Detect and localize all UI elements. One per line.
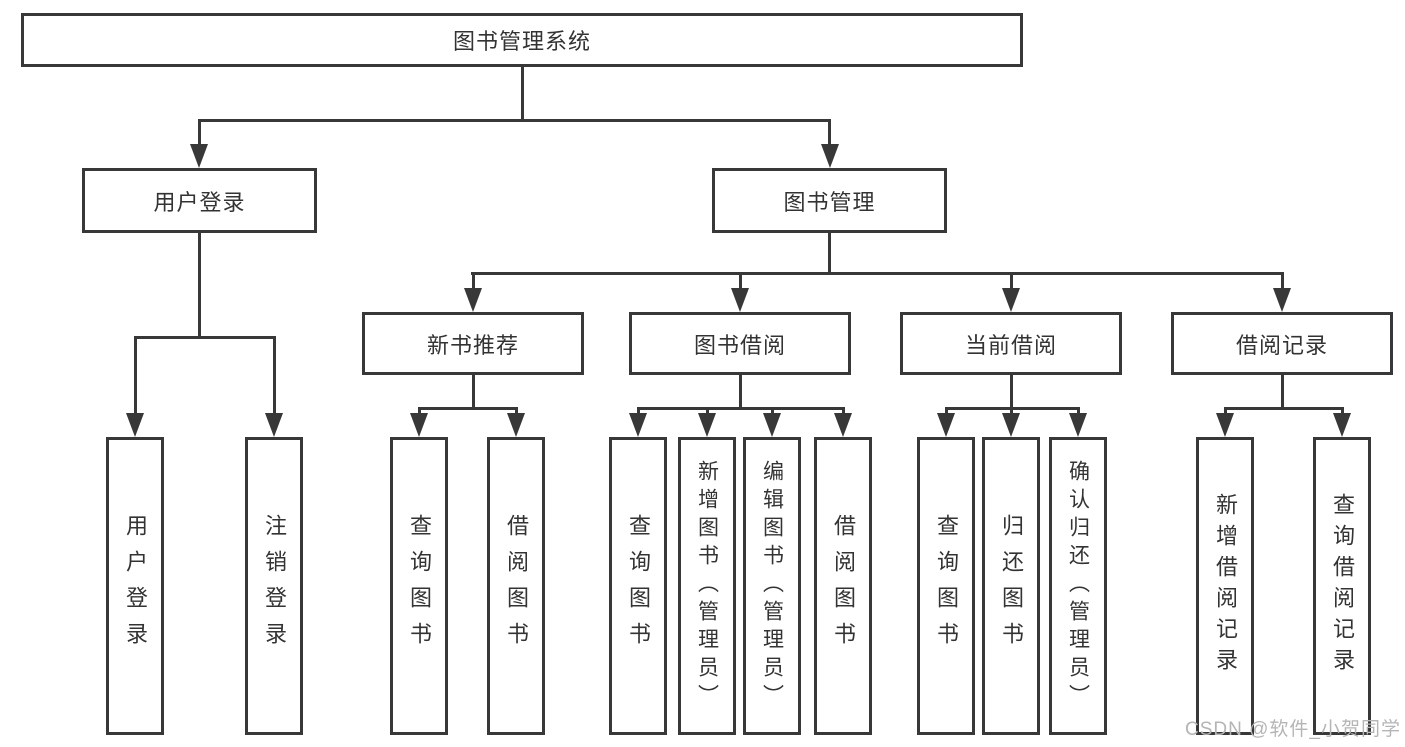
node-borrow-record: 借阅记录 — [1171, 312, 1393, 375]
leaf-label: 新增图书（管理员） — [695, 460, 719, 712]
arrowhead-down-icon — [410, 413, 428, 437]
arrowhead-down-icon — [731, 288, 749, 312]
connector-line — [472, 272, 475, 296]
node-current-borrow: 当前借阅 — [900, 312, 1122, 375]
connector-line — [637, 407, 845, 410]
node-leaf-confirm-return-admin: 确认归还（管理员） — [1049, 437, 1107, 735]
node-new-book: 新书推荐 — [362, 312, 584, 375]
leaf-label: 编辑图书（管理员） — [760, 460, 784, 712]
connector-line — [521, 67, 524, 119]
connector-line — [1224, 407, 1344, 410]
node-leaf-user-login: 用户登录 — [106, 437, 164, 735]
leaf-label: 用户登录 — [123, 514, 148, 658]
arrowhead-down-icon — [821, 144, 839, 168]
node-book-borrow: 图书借阅 — [629, 312, 851, 375]
arrowhead-down-icon — [1333, 413, 1351, 437]
node-leaf-edit-books-admin: 编辑图书（管理员） — [743, 437, 801, 735]
arrowhead-down-icon — [763, 413, 781, 437]
csdn-watermark: CSDN @软件_小贺同学 — [1185, 719, 1401, 740]
node-leaf-borrow-books-1: 借阅图书 — [487, 437, 545, 735]
leaf-label: 借阅图书 — [831, 514, 856, 658]
connector-line — [1010, 375, 1013, 410]
connector-line — [134, 336, 276, 339]
leaf-label: 注销登录 — [262, 514, 287, 658]
leaf-label: 查询图书 — [407, 514, 432, 658]
node-leaf-add-borrow-record: 新增借阅记录 — [1196, 437, 1254, 735]
arrowhead-down-icon — [507, 413, 525, 437]
node-book-mgmt: 图书管理 — [712, 168, 947, 233]
connector-line — [1010, 272, 1013, 296]
leaf-label: 查询图书 — [934, 514, 959, 658]
arrowhead-down-icon — [1002, 288, 1020, 312]
connector-line — [134, 336, 137, 419]
leaf-label: 查询图书 — [626, 514, 651, 658]
leaf-label: 查询借阅记录 — [1330, 493, 1355, 679]
arrowhead-down-icon — [265, 413, 283, 437]
leaf-label: 借阅图书 — [504, 514, 529, 658]
node-leaf-query-books-3: 查询图书 — [917, 437, 975, 735]
node-leaf-logout: 注销登录 — [245, 437, 303, 735]
node-leaf-query-borrow-record: 查询借阅记录 — [1313, 437, 1371, 735]
arrowhead-down-icon — [190, 144, 208, 168]
node-leaf-query-books-2: 查询图书 — [609, 437, 667, 735]
connector-line — [418, 407, 518, 410]
connector-line — [472, 375, 475, 410]
arrowhead-down-icon — [464, 288, 482, 312]
connector-line — [198, 119, 201, 149]
connector-line — [1281, 375, 1284, 410]
connector-line — [828, 119, 831, 149]
connector-line — [198, 233, 201, 339]
arrowhead-down-icon — [1069, 413, 1087, 437]
arrowhead-down-icon — [1002, 413, 1020, 437]
arrowhead-down-icon — [1273, 288, 1291, 312]
arrowhead-down-icon — [698, 413, 716, 437]
node-leaf-borrow-books-2: 借阅图书 — [814, 437, 872, 735]
node-leaf-query-books-1: 查询图书 — [390, 437, 448, 735]
leaf-label: 确认归还（管理员） — [1066, 460, 1090, 712]
arrowhead-down-icon — [937, 413, 955, 437]
connector-line — [1281, 272, 1284, 296]
connector-line — [945, 407, 1080, 410]
connector-line — [828, 233, 831, 275]
connector-line — [739, 375, 742, 410]
node-user-login: 用户登录 — [82, 168, 317, 233]
arrowhead-down-icon — [1216, 413, 1234, 437]
node-root: 图书管理系统 — [21, 13, 1023, 67]
arrowhead-down-icon — [834, 413, 852, 437]
connector-line — [273, 336, 276, 419]
connector-line — [739, 272, 742, 296]
connector-line — [198, 119, 831, 122]
arrowhead-down-icon — [126, 413, 144, 437]
node-leaf-add-books-admin: 新增图书（管理员） — [678, 437, 736, 735]
leaf-label: 新增借阅记录 — [1213, 493, 1238, 679]
leaf-label: 归还图书 — [999, 514, 1024, 658]
node-leaf-return-books: 归还图书 — [982, 437, 1040, 735]
connector-line — [471, 272, 1284, 275]
arrowhead-down-icon — [629, 413, 647, 437]
